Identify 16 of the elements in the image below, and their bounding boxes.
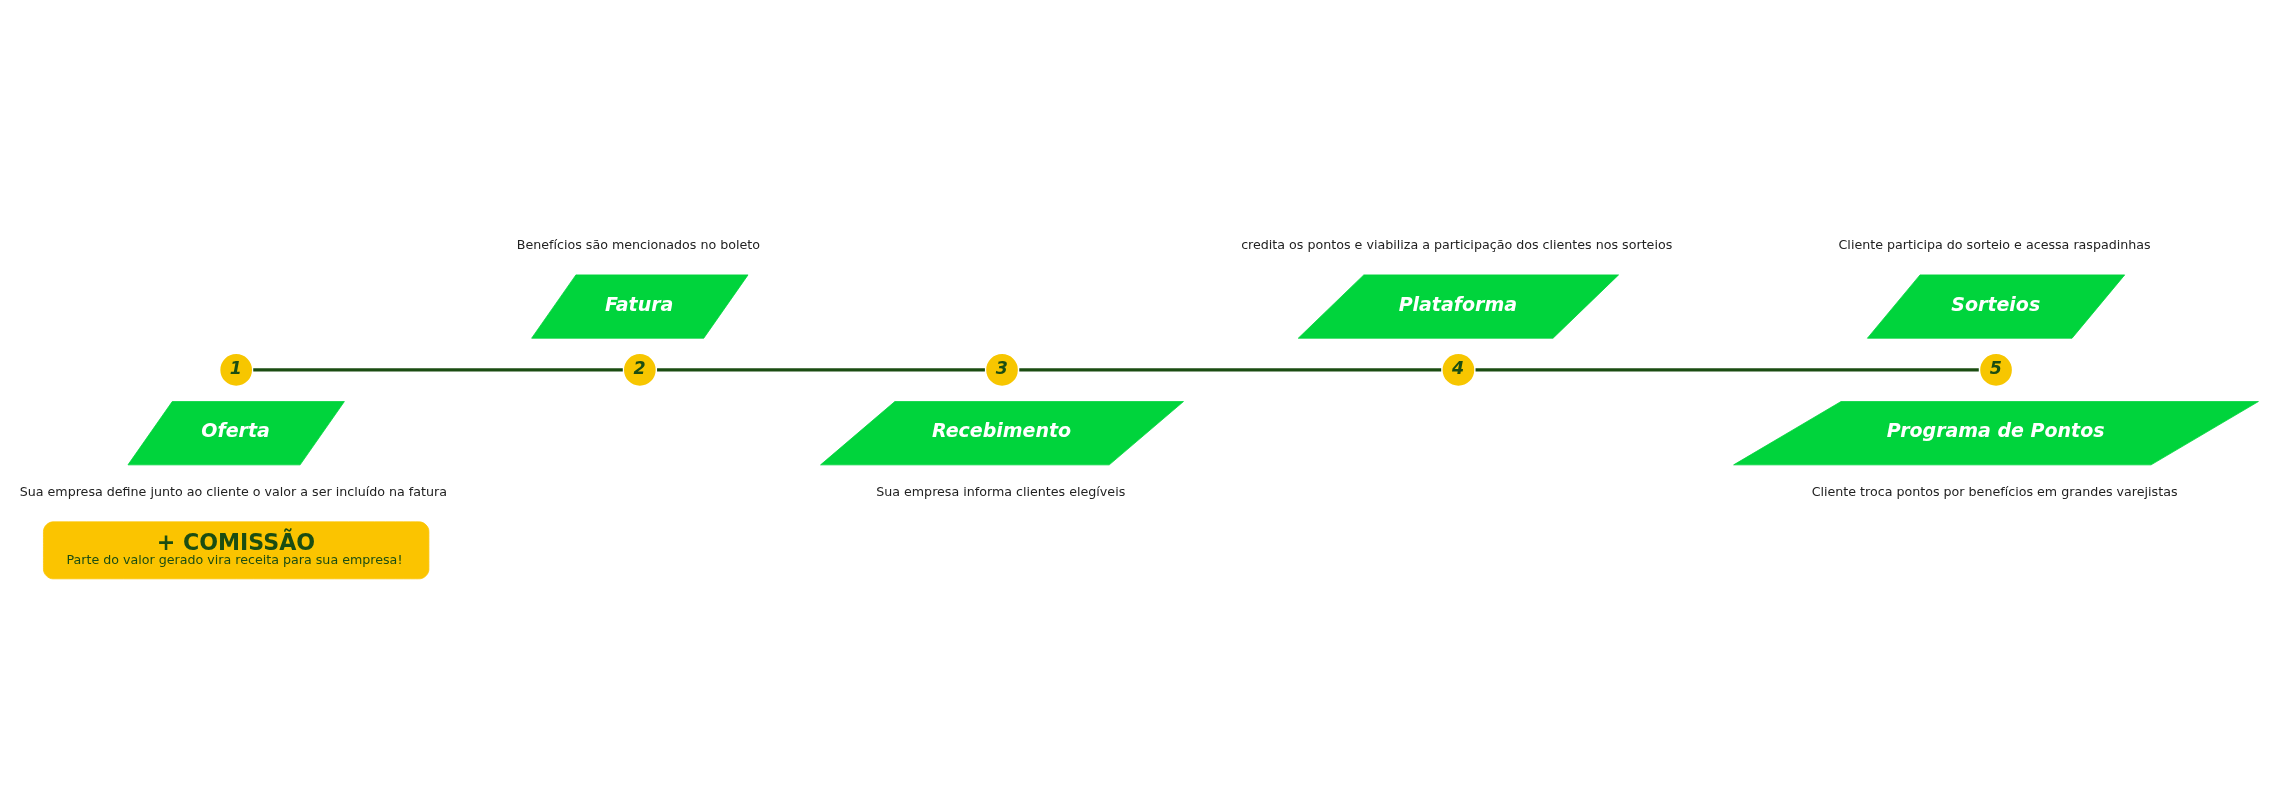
node-circle: 3 bbox=[983, 351, 1021, 389]
node-label: Cliente participa do sorteio e acessa raspadinhas bbox=[1838, 237, 2151, 253]
node-label: Cliente troca pontos por benefícios em grandes varejistas bbox=[1811, 484, 2178, 500]
node-circle: 5 bbox=[1977, 351, 2015, 389]
node-circle: 1 bbox=[217, 351, 255, 389]
connector bbox=[253, 368, 623, 372]
node-label: Sua empresa define junto ao cliente o valor a ser incluído na fatura bbox=[19, 484, 447, 500]
node-circle: 2 bbox=[621, 351, 659, 389]
node-label: credita os pontos e viabiliza a participação dos clientes nos sorteios bbox=[1241, 237, 1673, 253]
connector bbox=[657, 368, 985, 372]
node-box: + COMISSÃO Parte do valor gerado vira receita para sua empresa! bbox=[43, 521, 430, 580]
node-label: Benefícios são mencionados no boleto bbox=[516, 237, 761, 253]
node-label: Sua empresa informa clientes elegíveis bbox=[876, 484, 1126, 500]
node-circle: 4 bbox=[1440, 351, 1477, 389]
connector bbox=[1019, 368, 1442, 372]
connector bbox=[1475, 368, 1979, 372]
